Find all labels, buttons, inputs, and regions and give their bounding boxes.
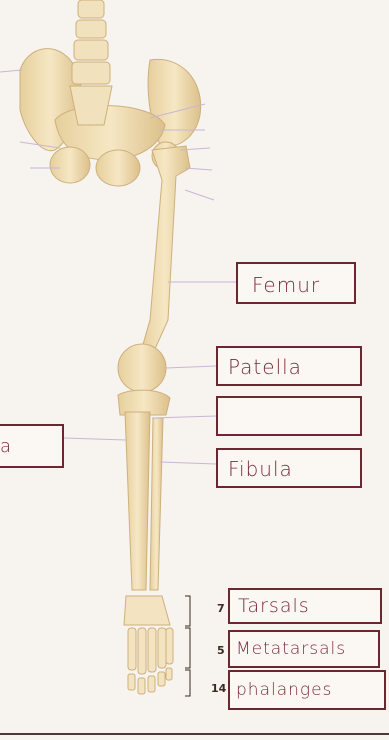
lower-leg-bones xyxy=(125,412,163,590)
femur-label: Femur xyxy=(252,273,320,297)
bottom-rule xyxy=(0,733,389,735)
patella-label: Patella xyxy=(228,355,302,379)
spine xyxy=(70,0,112,125)
phalanges-label: phalanges xyxy=(236,680,332,700)
fibula-label-box[interactable]: Fibula xyxy=(216,448,362,488)
phalanges-label-box[interactable]: phalanges xyxy=(228,670,386,710)
foot-brackets xyxy=(185,596,190,696)
femur-bone xyxy=(140,142,190,360)
left-partial-label: a xyxy=(0,436,12,457)
tarsals-count: 7 xyxy=(217,602,225,615)
tarsals-label-box[interactable]: Tarsals xyxy=(228,588,382,624)
metatarsals-count: 5 xyxy=(217,644,225,657)
blank-label-box[interactable] xyxy=(216,396,362,436)
metatarsals-label: Metatarsals xyxy=(236,639,346,659)
knee xyxy=(118,344,170,415)
foot-bones xyxy=(124,596,173,694)
left-partial-label-box[interactable]: a xyxy=(0,424,64,468)
tarsals-label: Tarsals xyxy=(238,595,310,617)
patella-label-box[interactable]: Patella xyxy=(216,346,362,386)
phalanges-count: 14 xyxy=(211,682,226,695)
metatarsals-label-box[interactable]: Metatarsals xyxy=(228,630,380,668)
femur-label-box[interactable]: Femur xyxy=(236,262,356,304)
fibula-label: Fibula xyxy=(228,457,293,481)
